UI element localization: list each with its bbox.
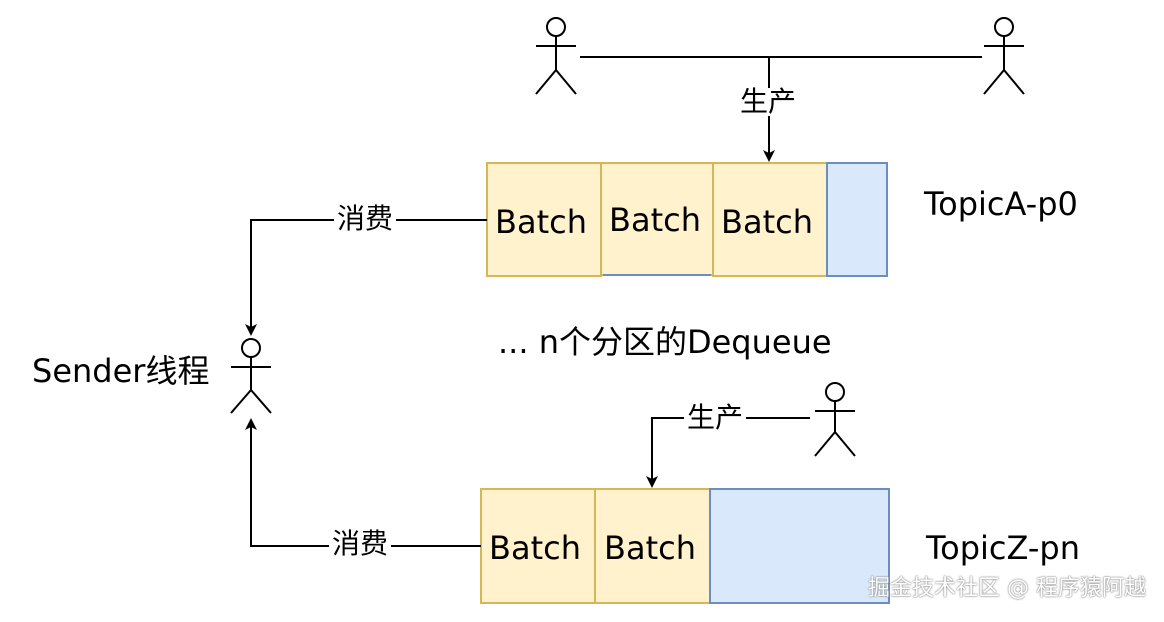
partition-name-top: TopicA-p0: [924, 185, 1078, 223]
batch-label: Batch: [609, 201, 701, 239]
batch-label: Batch: [721, 203, 813, 241]
consume-connector-top: [245, 219, 487, 336]
sender-thread-label: Sender线程: [32, 352, 210, 390]
produce-label-top: 生产: [737, 88, 800, 116]
batch-box: [600, 162, 714, 276]
batch-box: [712, 162, 828, 277]
batch-label: Batch: [604, 529, 696, 567]
batch-box: [486, 162, 602, 277]
free-space-box: [709, 488, 890, 604]
producer-actor-top-left: [535, 17, 577, 95]
partition-bottom-deque: [480, 488, 890, 604]
produce-label-bottom: 生产: [684, 404, 747, 432]
partition-top-deque: [486, 162, 888, 277]
consume-label-bottom: 消费: [329, 530, 392, 558]
sender-actor: [230, 338, 272, 414]
produce-connector-bottom: [646, 417, 810, 488]
producer-actor-bottom: [814, 382, 856, 457]
batch-box: [594, 488, 711, 604]
partition-count-note: ... n个分区的Dequeue: [498, 323, 832, 361]
batch-label: Batch: [489, 529, 581, 567]
free-space-box: [826, 162, 888, 277]
consume-connector-bottom: [245, 418, 481, 547]
partition-name-bottom: TopicZ-pn: [926, 529, 1080, 567]
consume-label-top: 消费: [334, 205, 397, 233]
batch-label: Batch: [495, 203, 587, 241]
producer-actor-top-right: [983, 17, 1025, 95]
watermark: 掘金技术社区 @ 程序猿阿越: [868, 576, 1146, 601]
